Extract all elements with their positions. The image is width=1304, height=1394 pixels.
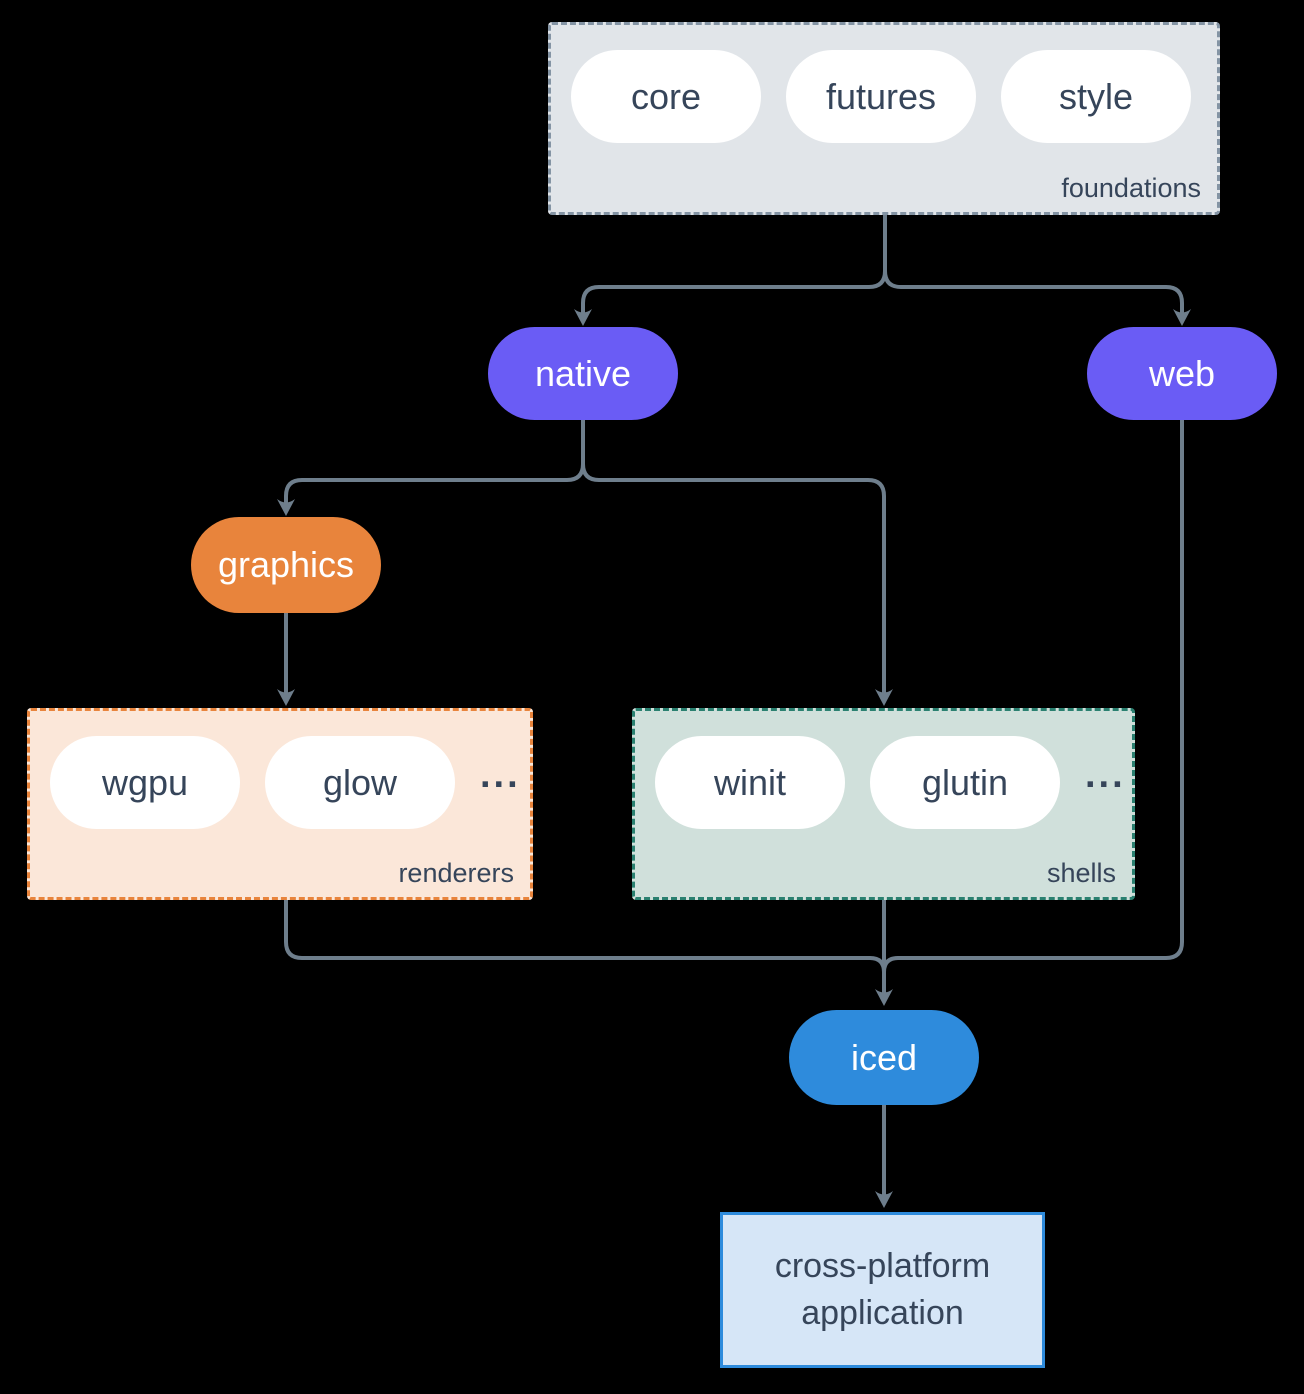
node-wgpu: wgpu — [50, 736, 240, 829]
node-futures-label: futures — [825, 75, 937, 117]
node-style-label: style — [1058, 75, 1134, 117]
shells-group-label: shells — [1046, 858, 1116, 888]
node-native-label: native — [534, 352, 632, 394]
edge-native-to-shells — [581, 418, 893, 706]
node-winit: winit — [655, 736, 845, 829]
application-label-line1: cross-platform — [774, 1247, 991, 1286]
shells-group: winit glutin ... shells — [632, 708, 1135, 900]
node-glow-label: glow — [322, 761, 398, 803]
renderers-group: wgpu glow ... renderers — [27, 708, 533, 900]
node-core-label: core — [630, 75, 702, 117]
shells-ellipsis: ... — [1085, 754, 1126, 796]
node-core: core — [571, 50, 761, 143]
node-glutin-label: glutin — [921, 761, 1009, 803]
renderers-group-label: renderers — [398, 858, 514, 888]
renderers-items: wgpu glow ... — [50, 736, 518, 829]
node-winit-label: winit — [713, 761, 787, 803]
cross-platform-application-box: cross-platform application — [720, 1212, 1045, 1368]
application-label-line2: application — [801, 1294, 964, 1332]
node-wgpu-label: wgpu — [101, 761, 189, 803]
edge-native-to-graphics — [277, 418, 585, 516]
foundations-group-label: foundations — [1061, 173, 1201, 203]
node-native: native — [488, 327, 678, 420]
node-iced-label: iced — [850, 1036, 918, 1078]
node-web-label: web — [1148, 352, 1216, 394]
node-graphics-label: graphics — [217, 544, 355, 585]
shells-items: winit glutin ... — [655, 736, 1123, 829]
node-graphics: graphics — [191, 517, 381, 613]
node-web: web — [1087, 327, 1277, 420]
edge-foundations-to-web — [883, 213, 1191, 326]
foundations-group: core futures style foundations — [548, 22, 1220, 215]
renderers-ellipsis: ... — [480, 754, 521, 796]
edge-foundations-to-native — [574, 213, 887, 326]
node-style: style — [1001, 50, 1191, 143]
node-futures: futures — [786, 50, 976, 143]
edge-renderers-to-merge — [284, 898, 886, 974]
node-glutin: glutin — [870, 736, 1060, 829]
foundations-items: core futures style — [571, 50, 1203, 143]
node-glow: glow — [265, 736, 455, 829]
node-iced: iced — [789, 1010, 979, 1105]
